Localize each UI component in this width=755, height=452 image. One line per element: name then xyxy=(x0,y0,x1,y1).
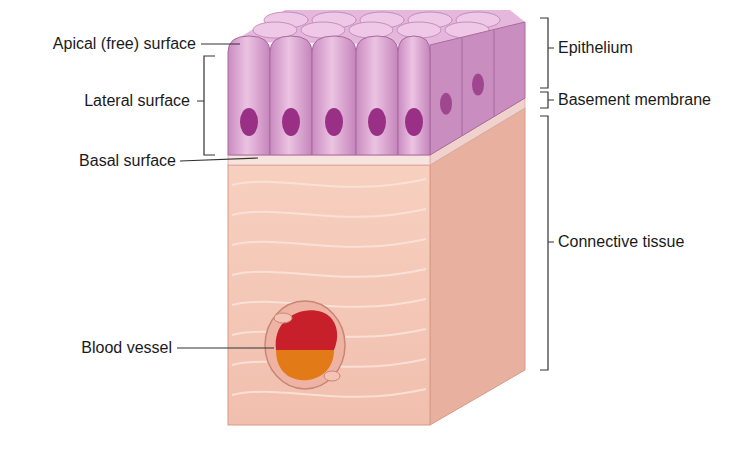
vessel-leader xyxy=(177,347,274,348)
endothelial-cell xyxy=(324,371,340,381)
vessel-wall xyxy=(265,301,345,389)
membrane-label: Basement membrane xyxy=(558,91,711,109)
epithelium-bracket xyxy=(540,18,554,88)
cell-nucleus xyxy=(440,93,452,115)
connective-front-face xyxy=(228,165,430,425)
cell-nucleus xyxy=(368,108,386,136)
basement-membrane xyxy=(228,155,430,165)
epithelium-label: Epithelium xyxy=(558,39,633,57)
fiber xyxy=(232,239,426,247)
membrane-bracket xyxy=(540,92,554,108)
epithelial-cell xyxy=(270,36,312,155)
cell-nucleus xyxy=(240,108,258,136)
side-cell-border xyxy=(494,30,495,117)
apical-label: Apical (free) surface xyxy=(53,35,196,53)
brackets xyxy=(177,18,554,370)
cell-top xyxy=(301,22,345,38)
collagen-fibers xyxy=(232,179,426,397)
fiber xyxy=(232,269,426,277)
epithelium-side xyxy=(430,22,525,155)
epithelial-cell xyxy=(228,36,270,155)
cell-nucleus xyxy=(325,108,343,136)
cell-nucleus xyxy=(472,74,484,96)
vessel-label: Blood vessel xyxy=(81,339,172,357)
lateral-label: Lateral surface xyxy=(84,92,190,110)
cell-top xyxy=(397,22,441,38)
fiber xyxy=(232,209,426,217)
fiber xyxy=(232,389,426,397)
connective-bracket xyxy=(540,116,554,370)
fiber xyxy=(232,299,426,307)
apical-leader xyxy=(201,43,240,44)
columnar-cells xyxy=(228,36,430,155)
basal-leader xyxy=(180,158,258,161)
lateral-bracket xyxy=(197,56,215,155)
fiber xyxy=(232,179,426,187)
cell-top xyxy=(349,22,393,38)
side-cell-border xyxy=(462,37,463,136)
side-cells xyxy=(440,30,494,136)
epithelial-cell xyxy=(356,36,398,155)
cell-tops xyxy=(253,12,500,38)
cell-nucleus xyxy=(282,108,300,136)
epithelial-cell xyxy=(398,36,430,155)
cell-nucleus xyxy=(405,108,423,136)
endothelial-cell xyxy=(274,313,292,323)
epithelial-cell xyxy=(312,36,356,155)
basal-label: Basal surface xyxy=(79,152,176,170)
connective-label: Connective tissue xyxy=(558,233,684,251)
